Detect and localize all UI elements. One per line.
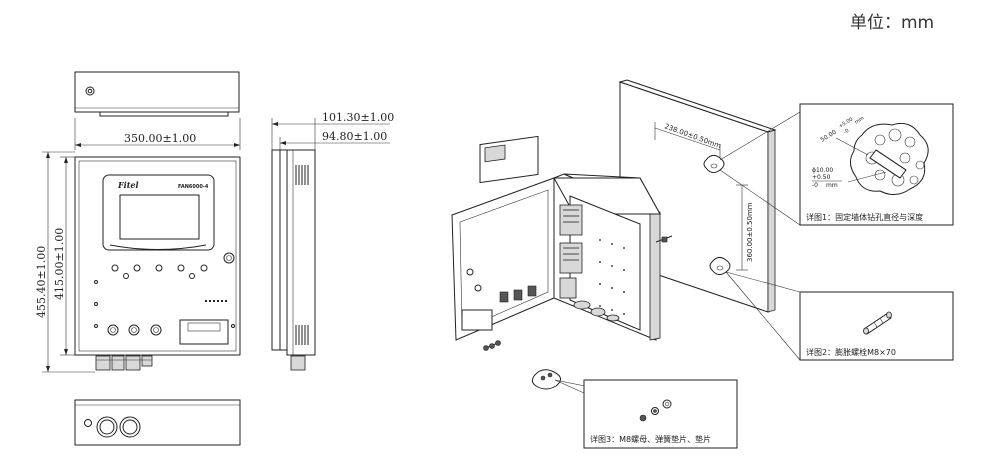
detail1-dia-main: ϕ10.00 bbox=[812, 167, 833, 174]
detail1-depth-unit: mm bbox=[854, 115, 866, 125]
bottom-view bbox=[74, 399, 241, 446]
anchor-bolts bbox=[483, 235, 673, 351]
detail1-caption: 详图1：固定墙体钻孔直径与深度 bbox=[806, 212, 923, 222]
nut-washer-illustration bbox=[639, 399, 672, 422]
detail1-dia-minus: -0 bbox=[812, 182, 818, 189]
detail3-box: 详图3：M8螺母、弹簧垫片、垫片 bbox=[554, 379, 738, 449]
front-height-label: 455.40±1.00 bbox=[35, 246, 48, 318]
panel-brand: Fitel bbox=[117, 180, 139, 190]
detail3-caption: 详图3：M8螺母、弹簧垫片、垫片 bbox=[590, 434, 711, 444]
unit-label: 单位：mm bbox=[850, 13, 935, 33]
body-height-dimension: 415.00±1.00 bbox=[53, 156, 75, 356]
side-depth-outer-label: 101.30±1.00 bbox=[322, 111, 394, 124]
side-vent-top bbox=[295, 165, 309, 185]
front-view: Fitel FAN6000-4 bbox=[74, 156, 241, 371]
detail1-dia-unit: mm bbox=[826, 182, 838, 189]
detail1-box: 50.00 +5.00 -0 mm ϕ10.00 +0.50 -0 mm 详图1… bbox=[719, 103, 954, 226]
side-depth-dimension-outer: 101.30±1.00 bbox=[271, 111, 394, 150]
side-depth-inner-label: 94.80±1.00 bbox=[322, 130, 387, 143]
side-depth-dimension-inner: 94.80±1.00 bbox=[279, 118, 390, 150]
body-height-label: 415.00±1.00 bbox=[53, 228, 66, 300]
front-height-dimension: 455.40±1.00 bbox=[35, 151, 95, 373]
vent-dots bbox=[205, 300, 227, 302]
interior-dots bbox=[599, 239, 625, 315]
front-width-dimension: 350.00±1.00 bbox=[74, 118, 241, 150]
detail1-dia-plus: +0.50 bbox=[812, 174, 831, 181]
side-vent-bottom bbox=[295, 325, 309, 345]
door-components bbox=[461, 268, 537, 331]
indicator-row-1 bbox=[111, 264, 208, 279]
detail1-depth-minus: -0 bbox=[843, 128, 850, 136]
side-view bbox=[271, 149, 316, 371]
detail2-caption: 详图2：膨胀螺栓M8×70 bbox=[806, 347, 896, 357]
expansion-bolt-illustration bbox=[863, 311, 892, 335]
open-cabinet bbox=[451, 135, 661, 341]
hole-spacing-vertical-label: 360.00±0.50mm bbox=[746, 202, 754, 262]
top-view bbox=[74, 71, 240, 117]
front-width-label: 350.00±1.00 bbox=[124, 132, 196, 145]
panel-model: FAN6000-4 bbox=[178, 184, 209, 190]
detail2-box: 详图2：膨胀螺栓M8×70 bbox=[725, 271, 954, 361]
